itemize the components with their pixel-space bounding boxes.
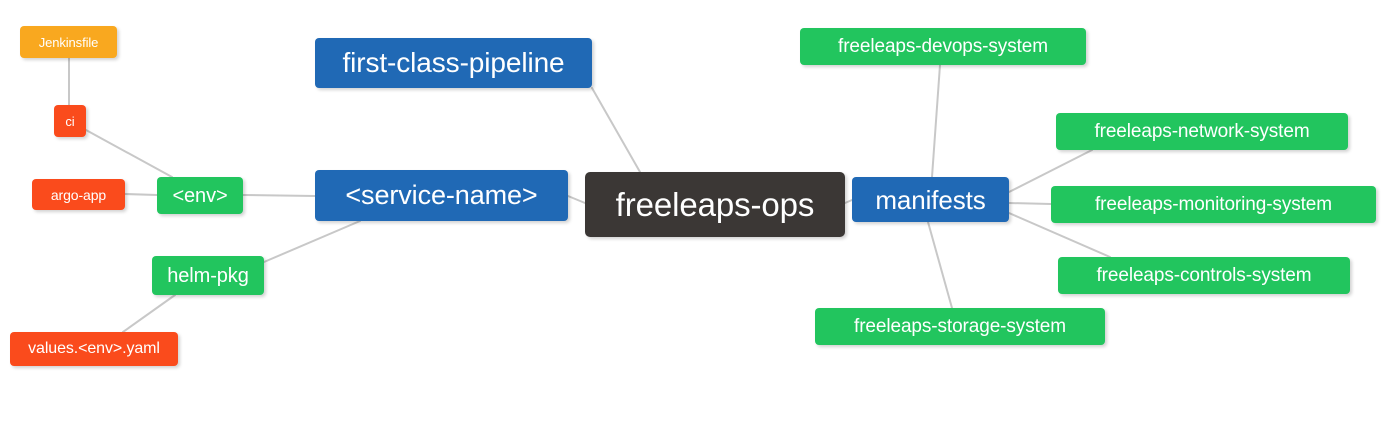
- node-freeleaps-monitoring-system[interactable]: freeleaps-monitoring-system: [1051, 186, 1376, 223]
- node-service-name[interactable]: <service-name>: [315, 170, 568, 221]
- node-label: freeleaps-monitoring-system: [1095, 194, 1332, 215]
- node-freeleaps-network-system[interactable]: freeleaps-network-system: [1056, 113, 1348, 150]
- node-freeleaps-controls-system[interactable]: freeleaps-controls-system: [1058, 257, 1350, 294]
- node-label: ci: [65, 113, 75, 129]
- node-label: <service-name>: [345, 180, 538, 210]
- node-label: helm-pkg: [167, 264, 249, 287]
- node-first-class-pipeline[interactable]: first-class-pipeline: [315, 38, 592, 88]
- edge-manifests-devops: [931, 64, 941, 178]
- edge-service-env: [242, 194, 316, 197]
- node-label: freeleaps-network-system: [1094, 121, 1310, 142]
- node-label: first-class-pipeline: [342, 47, 565, 78]
- edge-helm-values: [122, 294, 176, 333]
- edge-ops-manifests: [844, 199, 853, 204]
- edge-service-helm: [263, 220, 361, 263]
- edge-env-ci: [85, 129, 173, 178]
- node-label: freeleaps-storage-system: [854, 316, 1066, 337]
- node-freeleaps-ops[interactable]: freeleaps-ops: [585, 172, 845, 237]
- edge-ops-service-name: [567, 195, 586, 204]
- node-label: Jenkinsfile: [38, 34, 99, 50]
- node-label: manifests: [875, 184, 986, 215]
- node-label: freeleaps-ops: [615, 186, 815, 223]
- node-label: values.<env>.yaml: [28, 340, 160, 357]
- node-freeleaps-devops-system[interactable]: freeleaps-devops-system: [800, 28, 1086, 65]
- edge-env-argo: [124, 193, 158, 196]
- node-env[interactable]: <env>: [157, 177, 243, 214]
- node-jenkinsfile[interactable]: Jenkinsfile: [20, 26, 117, 58]
- node-manifests[interactable]: manifests: [852, 177, 1009, 222]
- node-values-env-yaml[interactable]: values.<env>.yaml: [10, 332, 178, 366]
- node-label: <env>: [172, 184, 228, 207]
- node-label: freeleaps-controls-system: [1096, 265, 1312, 286]
- node-label: freeleaps-devops-system: [838, 36, 1048, 57]
- edge-manifests-monitoring: [1008, 202, 1052, 205]
- edge-ops-pipeline: [591, 87, 641, 173]
- edge-manifests-storage: [927, 221, 953, 309]
- node-argo-app[interactable]: argo-app: [32, 179, 125, 210]
- node-freeleaps-storage-system[interactable]: freeleaps-storage-system: [815, 308, 1105, 345]
- node-helm-pkg[interactable]: helm-pkg: [152, 256, 264, 295]
- node-ci[interactable]: ci: [54, 105, 86, 137]
- node-label: argo-app: [50, 186, 107, 203]
